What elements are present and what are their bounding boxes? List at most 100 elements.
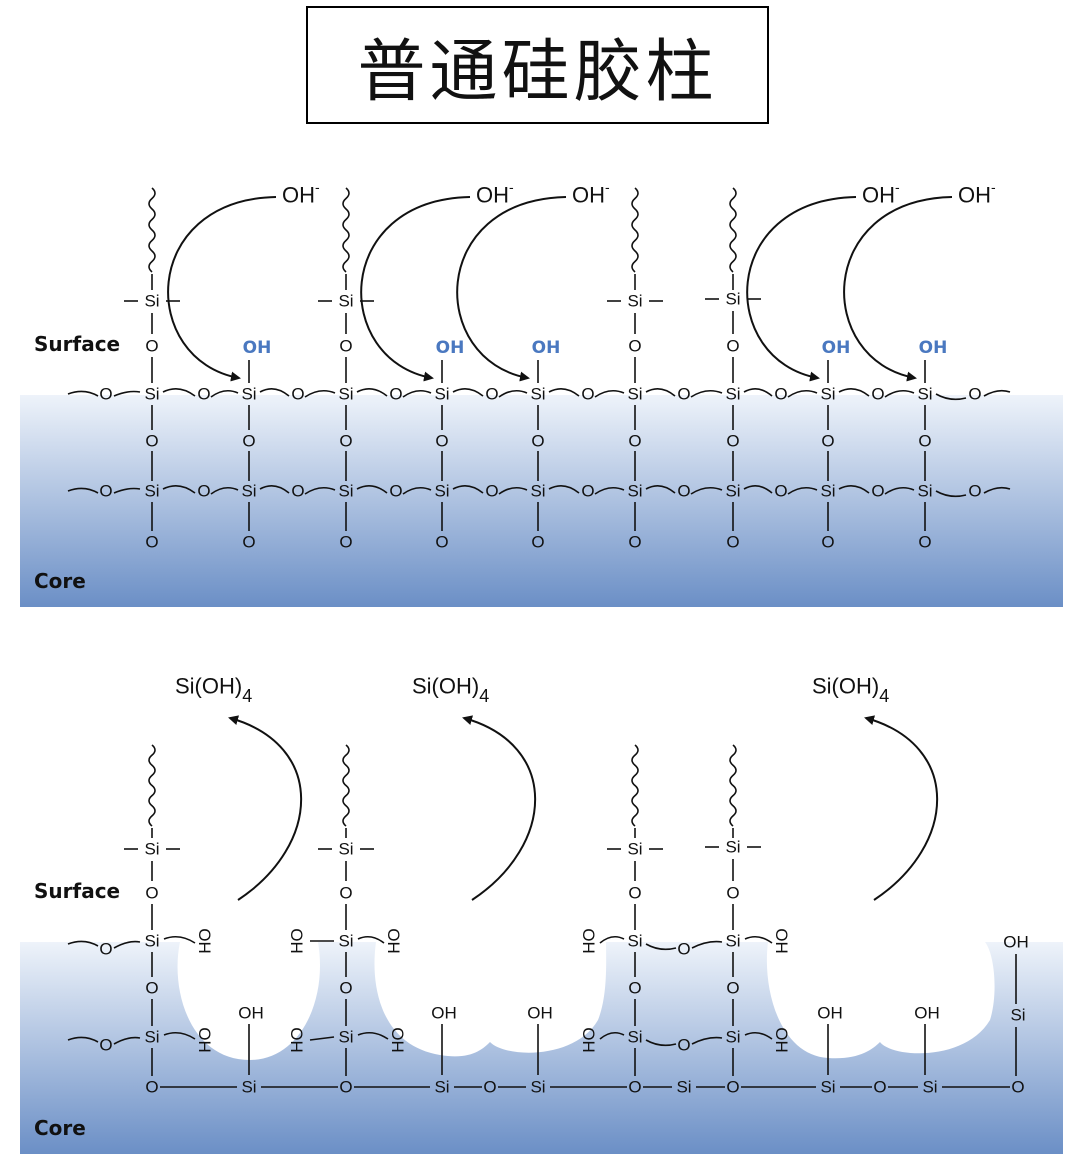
bond-line: [357, 935, 385, 944]
oxygen-atom: O: [628, 1078, 641, 1097]
core-label: Core: [34, 1116, 86, 1140]
bond-line: [304, 486, 336, 495]
bond-line: [162, 388, 196, 397]
silicic-acid-release-arrow: [864, 715, 939, 901]
oxygen-atom: O: [145, 337, 158, 356]
oxygen-atom: O: [389, 482, 402, 501]
alkyl-chain-squiggle: [631, 744, 639, 827]
silanol-oh-label: OH: [527, 1004, 553, 1023]
bond-line: [599, 935, 625, 944]
bond-line: [452, 388, 484, 397]
silanol-ho-label: HO: [288, 1027, 307, 1053]
bond-line: [548, 485, 580, 494]
alkyl-chain-squiggle: [729, 187, 737, 273]
silicon-atom: Si: [676, 1078, 691, 1097]
oxygen-atom: O: [726, 884, 739, 903]
oxygen-atom: O: [197, 482, 210, 501]
bond-line: [309, 1036, 335, 1041]
bond-line: [113, 1036, 141, 1045]
silanol-oh-highlight: OH: [436, 338, 465, 358]
silicon-atom: Si: [725, 385, 740, 404]
silicon-atom: Si: [434, 482, 449, 501]
bond-line: [357, 1031, 389, 1040]
oxygen-atom: O: [628, 337, 641, 356]
silicon-atom: Si: [434, 1078, 449, 1097]
silicon-atom: Si: [820, 385, 835, 404]
silanol-oh-label: OH: [238, 1004, 264, 1023]
oxygen-atom: O: [871, 385, 884, 404]
oxygen-atom: O: [483, 1078, 496, 1097]
bond-line: [645, 943, 677, 951]
bond-line: [67, 1036, 99, 1043]
oxygen-atom: O: [99, 1036, 112, 1055]
bond-line: [690, 389, 723, 398]
oxygen-atom: O: [774, 385, 787, 404]
oxygen-atom: O: [99, 482, 112, 501]
oxygen-atom: O: [628, 533, 641, 552]
silicic-acid-label: Si(OH)4: [175, 674, 252, 707]
oxygen-atom: O: [628, 432, 641, 451]
silicon-atom: Si: [338, 385, 353, 404]
title-box: 普通硅胶柱: [306, 6, 769, 124]
oxygen-atom: O: [145, 979, 158, 998]
silanol-ho-label: HO: [580, 1027, 599, 1053]
bond-line: [402, 389, 432, 398]
bonded-silicon-atom: Si: [144, 840, 159, 859]
silanol-oh-highlight: OH: [243, 338, 272, 358]
silicon-atom: Si: [338, 1028, 353, 1047]
bond-line: [594, 486, 625, 495]
oxygen-atom: O: [339, 533, 352, 552]
silanol-ho-label: HO: [580, 928, 599, 954]
bond-line: [259, 388, 290, 397]
silicon-atom: Si: [144, 932, 159, 951]
oxygen-atom: O: [871, 482, 884, 501]
oxygen-atom: O: [339, 979, 352, 998]
bond-line: [67, 390, 99, 397]
oxygen-atom: O: [821, 432, 834, 451]
oxygen-atom: O: [628, 979, 641, 998]
oxygen-atom: O: [485, 482, 498, 501]
oxygen-atom: O: [968, 482, 981, 501]
bonded-silicon-atom: Si: [144, 292, 159, 311]
alkyl-chain-squiggle: [729, 744, 737, 827]
bond-line: [838, 485, 870, 494]
silanol-ho-label: HO: [773, 928, 792, 954]
bond-line: [113, 940, 141, 949]
bond-line: [690, 486, 723, 495]
hydroxide-attack-arrow: [360, 196, 471, 382]
bond-line: [113, 487, 141, 494]
oxygen-atom: O: [726, 979, 739, 998]
bond-line: [210, 389, 239, 398]
oxygen-atom: O: [774, 482, 787, 501]
alkyl-chain-squiggle: [342, 744, 350, 827]
oxygen-atom: O: [145, 884, 158, 903]
silanol-oh-highlight: OH: [919, 338, 948, 358]
bonded-silicon-atom: Si: [627, 840, 642, 859]
silicon-atom: Si: [434, 385, 449, 404]
bond-line: [743, 388, 773, 397]
bond-line: [498, 389, 528, 398]
bond-line: [884, 389, 915, 398]
silicon-atom: Si: [530, 482, 545, 501]
bond-line: [645, 1039, 677, 1047]
surface-label: Surface: [34, 879, 120, 903]
oxygen-atom: O: [726, 337, 739, 356]
oxygen-atom: O: [435, 432, 448, 451]
hydroxide-ion-label: OH-: [476, 179, 514, 208]
bonded-silicon-atom: Si: [627, 292, 642, 311]
bond-line: [983, 389, 1011, 397]
silanol-ho-label: HO: [288, 928, 307, 954]
oxygen-atom: O: [677, 1036, 690, 1055]
hydroxide-attack-arrow: [167, 196, 277, 382]
silicon-atom: Si: [917, 482, 932, 501]
oxygen-atom: O: [485, 385, 498, 404]
silicon-atom: Si: [241, 1078, 256, 1097]
bond-line: [838, 388, 870, 397]
bond-line: [645, 388, 676, 397]
bond-line: [645, 485, 676, 494]
oxygen-atom: O: [581, 482, 594, 501]
silicon-atom: Si: [144, 482, 159, 501]
silicon-atom: Si: [725, 1028, 740, 1047]
oxygen-atom: O: [531, 533, 544, 552]
